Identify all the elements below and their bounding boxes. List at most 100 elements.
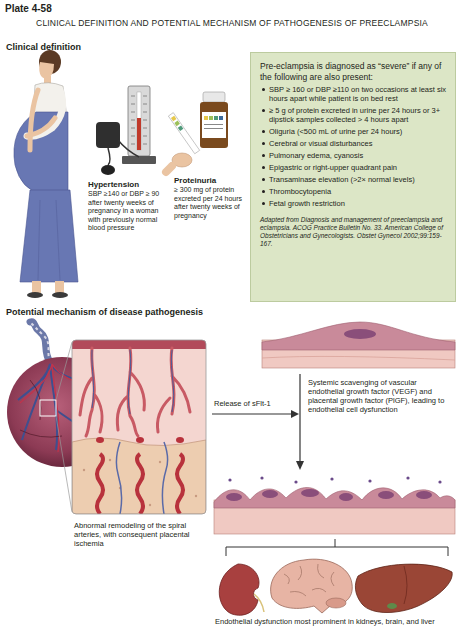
plate-title: CLINICAL DEFINITION AND POTENTIAL MECHAN… <box>36 18 428 28</box>
placental-tissue-inset-part-part <box>72 438 206 514</box>
criterion-text: ≥ 300 mg of protein excreted per 24 hour… <box>174 186 248 220</box>
blood-pressure-gauge-part <box>137 118 141 150</box>
bullet-text: ≥ 5 g of protein excreted in urine per 2… <box>269 106 447 124</box>
bullet-text: Transaminase elevation (>2× normal level… <box>269 175 447 184</box>
bullet-dot <box>262 109 265 112</box>
urine-dipstick-part-part <box>168 113 199 154</box>
healthy-endothelium-part <box>262 322 455 350</box>
urine-dipstick-part <box>204 116 208 120</box>
bullet-row: Fetal growth restriction <box>260 199 447 208</box>
blood-pressure-gauge-part <box>108 140 139 165</box>
mechanism-text: Systemic scavenging of vascular endothel… <box>308 378 454 414</box>
liver-part <box>404 566 407 604</box>
urine-dipstick <box>166 92 228 172</box>
placental-tissue-inset-part-part <box>176 437 184 443</box>
bullet-text: Pulmonary edema, cyanosis <box>269 151 447 160</box>
bullet-row: Pulmonary edema, cyanosis <box>260 151 447 160</box>
urine-dipstick-part <box>166 166 172 172</box>
urine-dipstick-part <box>202 112 226 138</box>
blood-pressure-gauge-part <box>128 86 150 156</box>
sflt1-arrows-part <box>212 413 293 414</box>
placental-tissue-inset-part-part <box>72 340 206 514</box>
urine-dipstick-part-part <box>171 116 177 122</box>
bullet-row: Cerebral or visual disturbances <box>260 139 447 148</box>
bullet-text: Thrombocytopenia <box>269 187 447 196</box>
liver <box>355 564 452 612</box>
placental-tissue-inset <box>72 340 206 514</box>
dysfunctional-endothelium-part <box>294 480 297 483</box>
placental-tissue-inset-part-part <box>109 459 111 461</box>
pregnant-woman-part <box>27 292 43 298</box>
urine-dipstick-part <box>203 92 225 102</box>
dysfunctional-endothelium-part <box>214 487 455 508</box>
liver-part <box>355 564 452 612</box>
bullet-dot <box>262 88 265 91</box>
bullet-text: Fetal growth restriction <box>269 199 447 208</box>
placental-tissue-inset-part-part <box>159 461 161 463</box>
sflt1-arrows <box>212 374 304 470</box>
criterion-text: SBP ≥140 or DBP ≥ 90 after twenty weeks … <box>88 190 170 233</box>
dysfunctional-endothelium <box>214 476 455 534</box>
dysfunctional-endothelium-part <box>368 479 371 482</box>
citation-text: Adapted from Diagnosis and management of… <box>260 216 447 248</box>
bullet-dot <box>262 178 265 181</box>
placental-tissue-inset-part-part <box>195 495 197 497</box>
brain-part <box>326 598 346 608</box>
pregnant-woman-part <box>32 281 41 294</box>
bullet-dot <box>262 190 265 193</box>
placental-tissue-inset-part-part <box>137 454 143 514</box>
bullet-row: SBP ≥ 160 or DBP ≥110 on two occasions a… <box>260 85 447 103</box>
dysfunctional-endothelium-part <box>262 490 278 498</box>
blood-pressure-gauge-part <box>131 96 147 144</box>
placental-tissue-inset-part-part <box>96 437 104 443</box>
brain-part <box>284 564 334 596</box>
dysfunctional-endothelium-part <box>339 493 353 501</box>
sflt1-arrows-part <box>296 461 304 470</box>
placental-tissue-inset-part-part <box>92 350 174 414</box>
pregnant-woman-part <box>20 190 78 282</box>
bullet-dot <box>262 166 265 169</box>
placental-tissue-inset-part-part <box>80 348 102 436</box>
urine-dipstick-part-part <box>178 126 184 132</box>
dysfunctional-endothelium-part <box>301 489 319 497</box>
box-heading: Pre-eclampsia is diagnosed as “severe” i… <box>260 61 447 82</box>
urine-dipstick-part <box>209 116 213 120</box>
caption-text: Abnormal remodeling of the spiral arteri… <box>74 521 206 548</box>
blood-pressure-gauge <box>96 86 156 175</box>
organ-bracket <box>226 539 448 556</box>
placental-tissue-inset-part <box>72 340 206 514</box>
urine-dipstick-part <box>204 124 223 125</box>
dysfunctional-endothelium-part <box>228 478 231 481</box>
placenta-part <box>30 322 50 362</box>
bullet-row: Thrombocytopenia <box>260 187 447 196</box>
brain-part <box>271 559 353 613</box>
bullet-dot <box>262 202 265 205</box>
urine-dipstick-part <box>214 116 218 120</box>
bullet-text: SBP ≥ 160 or DBP ≥110 on two occasions a… <box>269 85 447 103</box>
healthy-endothelium-part <box>344 329 376 339</box>
dysfunctional-endothelium-part <box>330 477 333 480</box>
criteria-box: Pre-eclampsia is diagnosed as “severe” i… <box>250 52 456 302</box>
plate-number: Plate 4-58 <box>5 3 125 15</box>
liver-part <box>387 603 397 609</box>
placenta-part <box>40 400 56 416</box>
pregnant-woman-part <box>30 90 38 150</box>
bullet-dot <box>262 154 265 157</box>
placenta-part <box>30 322 50 362</box>
bullet-row: Oliguria (<500 mL of urine per 24 hours) <box>260 127 447 136</box>
urine-dipstick-part <box>204 128 223 129</box>
bullet-dot <box>262 142 265 145</box>
urine-dipstick-part-part <box>174 121 180 127</box>
blood-pressure-gauge-part <box>122 156 156 164</box>
blood-pressure-gauge-part <box>137 92 141 150</box>
pregnant-woman-part <box>14 112 68 194</box>
bullet-text: Epigastric or right-upper quadrant pain <box>269 163 447 172</box>
kidney-part <box>219 564 259 615</box>
placental-tissue-inset-part-part <box>116 442 167 514</box>
bullet-dot <box>262 130 265 133</box>
section-heading: Clinical definition <box>6 42 166 53</box>
bullet-row: Epigastric or right-upper quadrant pain <box>260 163 447 172</box>
arrow-label: Release of sFlt-1 <box>214 399 296 408</box>
dysfunctional-endothelium-part <box>378 491 394 499</box>
dysfunctional-endothelium-part <box>406 476 409 479</box>
